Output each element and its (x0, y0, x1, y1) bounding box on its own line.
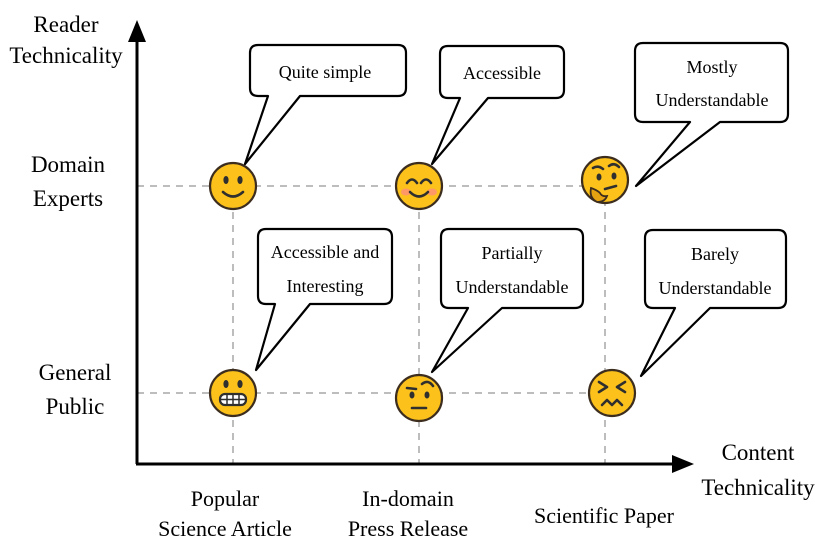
face-with-raised-eyebrow-icon (394, 373, 444, 423)
x-axis-title-line1: Content (722, 440, 795, 465)
speech-bubble-accessible: Accessible (430, 44, 566, 166)
bubble-text-line1: Partially (482, 243, 543, 263)
x-axis-arrowhead (672, 455, 694, 473)
axes (128, 20, 694, 473)
x-axis-title-line2: Technicality (701, 475, 815, 500)
bubble-text-line1: Accessible (463, 63, 541, 83)
speech-bubble-accessible-and-interesting: Accessible and Interesting (254, 227, 394, 372)
speech-bubble-barely-understandable: Barely Understandable (639, 228, 788, 378)
bubble-text-line2: Understandable (659, 278, 772, 298)
bubble-text-line1: Quite simple (279, 62, 372, 82)
speech-bubble-quite-simple: Quite simple (243, 43, 408, 166)
column-label-paper: Scientific Paper (534, 503, 675, 528)
row-label-general-public-line1: General (39, 360, 112, 385)
bubble-text-line1: Mostly (686, 57, 737, 77)
y-axis-title-line1: Reader (33, 12, 98, 37)
column-label-popular-line2: Science Article (158, 516, 292, 541)
bubble-text-line2: Understandable (656, 90, 769, 110)
bubble-text-line1: Accessible and (271, 242, 379, 262)
bubble-text-line2: Interesting (287, 276, 364, 296)
row-label-general-public-line2: Public (46, 394, 105, 419)
speech-bubble-mostly-understandable: Mostly Understandable (633, 41, 790, 188)
thinking-face-icon (580, 155, 630, 205)
column-label-popular-line1: Popular (191, 486, 260, 511)
speech-bubble-partially-understandable: Partially Understandable (430, 227, 585, 374)
y-axis-title-line2: Technicality (9, 43, 123, 68)
y-axis-arrowhead (128, 20, 146, 42)
column-label-press-line2: Press Release (348, 516, 468, 541)
bubble-text-line2: Understandable (456, 277, 569, 297)
blushing-smiling-face-icon (394, 161, 444, 211)
grid-lines (137, 185, 612, 463)
row-label-domain-experts-line2: Experts (33, 186, 103, 211)
confounded-face-icon (587, 368, 637, 418)
slightly-smiling-face-icon (208, 161, 258, 211)
grinning-face-icon (208, 368, 258, 418)
column-label-press-line1: In-domain (362, 486, 454, 511)
row-label-domain-experts-line1: Domain (31, 152, 106, 177)
bubble-text-line1: Barely (691, 244, 739, 264)
